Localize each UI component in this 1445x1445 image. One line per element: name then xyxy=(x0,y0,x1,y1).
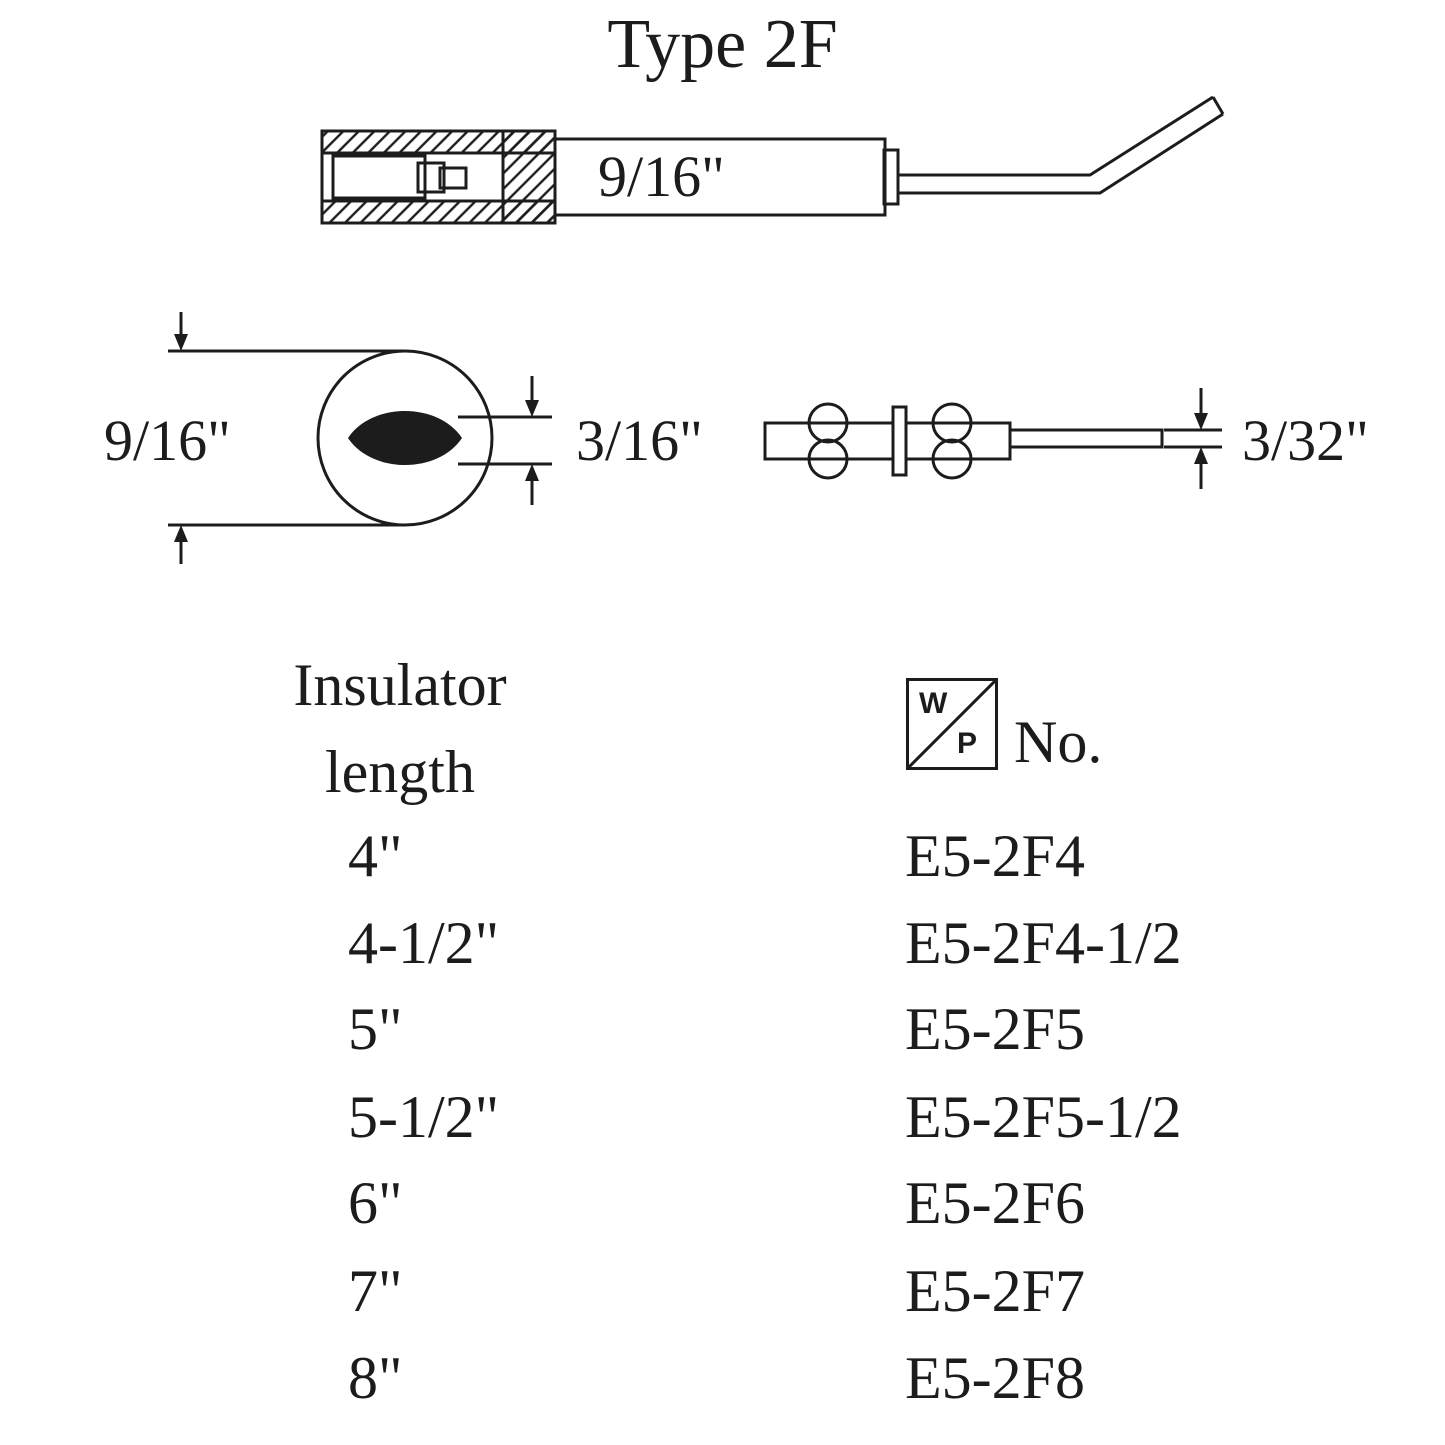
wp-logo-letter-p: P xyxy=(957,727,978,760)
insulator-end-view xyxy=(316,349,494,527)
part-number: E5-2F8 xyxy=(905,1345,1085,1411)
insulator-length-value: 5-1/2" xyxy=(348,1084,500,1150)
dimension-label-end-view-diameter: 9/16" xyxy=(104,408,231,473)
insulator-length-value: 7" xyxy=(348,1258,403,1324)
dimension-arrows-3-16 xyxy=(458,376,552,505)
dimension-label-rod-diameter: 3/32" xyxy=(1242,408,1369,473)
part-number: E5-2F5 xyxy=(905,996,1085,1062)
insulator-length-value: 6" xyxy=(348,1170,403,1236)
part-number: E5-2F6 xyxy=(905,1170,1085,1236)
insulator-length-value: 4-1/2" xyxy=(348,910,500,976)
dimension-label-body-length: 9/16" xyxy=(598,144,725,209)
dimension-arrows-9-16 xyxy=(168,312,403,564)
part-number: E5-2F7 xyxy=(905,1258,1085,1324)
table-header-insulator: Insulator xyxy=(293,652,507,718)
electrode-side-view xyxy=(320,95,1225,225)
insulator-length-value: 4" xyxy=(348,823,403,889)
insulator-length-value: 8" xyxy=(348,1345,403,1411)
part-number: E5-2F4-1/2 xyxy=(905,910,1182,976)
wp-logo-letter-w: W xyxy=(919,687,948,720)
part-number: E5-2F5-1/2 xyxy=(905,1084,1182,1150)
part-number: E5-2F4 xyxy=(905,823,1085,889)
page-title: Type 2F xyxy=(607,6,838,83)
wp-logo-diagonal xyxy=(909,681,995,767)
wp-brand-logo: W P xyxy=(906,678,998,770)
dimension-label-electrode-tip: 3/16" xyxy=(576,408,703,473)
terminal-side-view xyxy=(763,402,1164,480)
table-header-length: length xyxy=(325,739,475,805)
table-header-part-number: No. xyxy=(1014,709,1103,775)
insulator-length-value: 5" xyxy=(348,996,403,1062)
dimension-arrows-3-32 xyxy=(1164,388,1222,489)
